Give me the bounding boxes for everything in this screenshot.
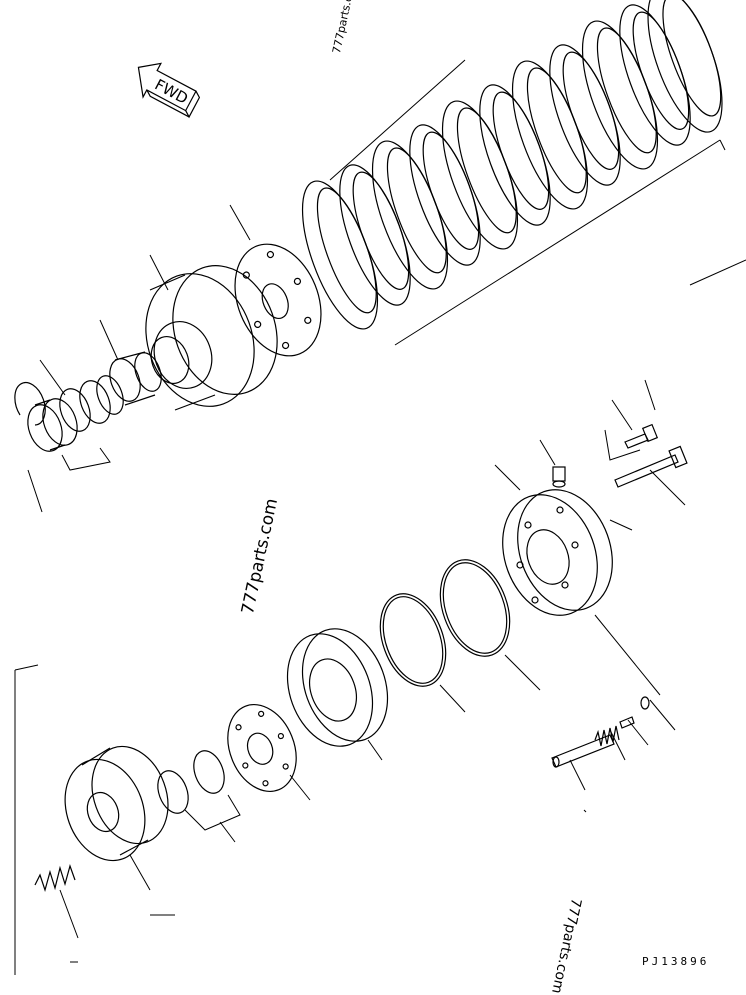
collar xyxy=(109,351,162,406)
plug xyxy=(552,466,566,488)
o-ring-large xyxy=(439,559,511,657)
pressure-plate xyxy=(234,243,322,357)
spring-retainer-plate xyxy=(227,703,297,793)
cap-screw xyxy=(624,423,659,449)
valve-plunger xyxy=(619,716,635,729)
coil-spring xyxy=(34,864,76,893)
washer-small xyxy=(640,696,650,710)
bolt xyxy=(614,445,688,488)
o-ring-medium xyxy=(379,593,447,687)
drawing-code: PJ13896 xyxy=(642,955,710,968)
clutch-hub xyxy=(145,265,278,411)
small-rings xyxy=(157,750,225,814)
needle-bearing xyxy=(27,398,78,452)
piston xyxy=(286,628,389,747)
fwd-arrow-icon: FWD xyxy=(137,62,201,119)
snap-ring xyxy=(14,381,46,426)
piston-housing xyxy=(502,489,613,616)
valve-spring xyxy=(594,725,620,747)
seal-rings xyxy=(59,375,124,432)
clutch-disc-stack xyxy=(301,0,746,346)
valve-spool xyxy=(551,734,615,768)
front-hub xyxy=(64,745,169,862)
